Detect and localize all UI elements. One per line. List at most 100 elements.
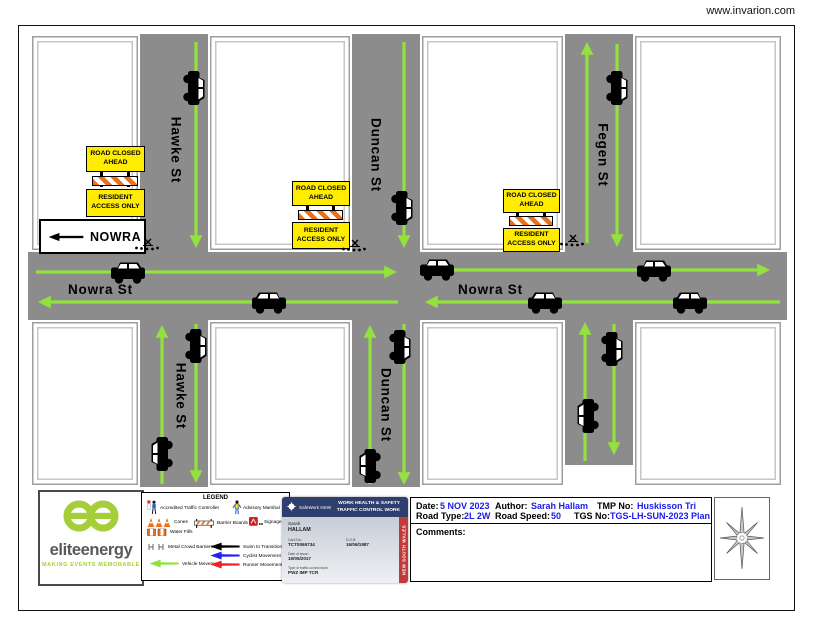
vehicle-icon xyxy=(606,71,628,105)
road-speed-label: Road Speed: xyxy=(495,511,551,521)
card-surname: HALLAM xyxy=(288,526,311,533)
vehicle-icon xyxy=(389,330,411,364)
card-issue-label: Date of issue: xyxy=(288,552,309,556)
road-type-value: 2L 2W xyxy=(464,511,491,521)
card-issue-value: 19/05/2017 xyxy=(288,556,311,561)
legend-label-marshal: Advisory Marshal xyxy=(243,506,280,511)
date-label: Date: xyxy=(416,500,439,511)
signage-icon xyxy=(249,517,263,526)
eliteenergy-logo-icon xyxy=(63,500,119,532)
legend-label-swim: Swim to Transition xyxy=(243,545,283,550)
card-agency: SafeWork NSW xyxy=(299,504,332,510)
card-work-type-label: Type of traffic control work: xyxy=(288,566,329,570)
card-dob-label: D.O.B: xyxy=(346,538,357,542)
traffic-controllers xyxy=(134,234,585,253)
plan-details-panel: Date: 5 NOV 2023 Author: Sarah Hallam TM… xyxy=(410,497,712,525)
card-no-label: Card No: xyxy=(288,538,302,542)
company-logo-box: eliteenergy MAKING EVENTS MEMORABLE xyxy=(38,490,144,586)
legend-label-crowd-barriers: Metal Crowd Barriers xyxy=(168,545,214,550)
page-border xyxy=(18,25,795,611)
swim-transition-arrow-icon xyxy=(210,542,240,551)
card-header: SafeWork NSW WORK HEALTH & SAFETY TRAFFI… xyxy=(282,497,408,517)
card-work-type-value: PWZ IMP TCR xyxy=(288,570,319,575)
vehicle-movement-arrows xyxy=(36,41,780,486)
card-no-value: TCT0065734 xyxy=(288,542,315,547)
author-value: Sarah Hallam xyxy=(531,500,589,511)
block-bottom-3 xyxy=(420,320,565,487)
compass-rose-icon xyxy=(719,506,765,570)
water-fills-icon xyxy=(147,528,167,536)
resident-access-sign-hawke: RESIDENT ACCESS ONLY xyxy=(86,189,145,217)
vehicle-icon xyxy=(577,399,599,433)
traffic-controller-icon xyxy=(559,234,585,248)
compass-box xyxy=(714,497,770,580)
vehicle-icon xyxy=(252,292,286,314)
tmp-no-label: TMP No: xyxy=(597,500,634,511)
block-bottom-2 xyxy=(208,320,352,487)
left-arrow-icon xyxy=(48,232,84,241)
legend-label-barrier-boards: Barrier Boards xyxy=(217,521,248,526)
barrier-board-fegen xyxy=(509,212,553,226)
legend-label-cyclist: Cyclist Movement xyxy=(243,554,281,559)
author-label: Author: xyxy=(495,500,528,511)
invarion-watermark: www.invarion.com xyxy=(706,5,795,17)
resident-access-sign-fegen: RESIDENT ACCESS ONLY xyxy=(503,228,560,252)
comments-box: Comments: xyxy=(410,523,712,582)
card-side-band-text: NEW SOUTH WALES xyxy=(401,524,406,576)
vehicle-movement-arrow-icon xyxy=(149,559,179,568)
legend: LEGEND Accredited Traffic Controller Adv… xyxy=(141,492,290,581)
date-value: 5 NOV 2023 xyxy=(440,500,490,511)
card-body: Sarah HALLAM Card No: TCT0065734 D.O.B: … xyxy=(282,517,399,583)
vehicle-icon xyxy=(420,259,454,281)
vehicle-icon xyxy=(151,437,173,471)
card-dob-value: 16/06/1987 xyxy=(346,542,369,547)
block-bottom-1 xyxy=(30,320,140,487)
accredited-traffic-controller-icon xyxy=(147,500,157,515)
road-closed-ahead-sign-hawke: ROAD CLOSED AHEAD xyxy=(86,146,145,172)
card-title-line1: WORK HEALTH & SAFETY xyxy=(338,501,400,506)
legend-label-runner: Runner Movement xyxy=(243,563,283,568)
metal-crowd-barriers-icon xyxy=(148,544,164,550)
road-fegen-north xyxy=(565,34,633,252)
cones-icon xyxy=(147,518,171,527)
barrier-board-hawke xyxy=(92,172,138,187)
vehicle-icon xyxy=(183,71,205,105)
vehicle-icon xyxy=(601,332,623,366)
barrier-boards-icon xyxy=(194,519,214,528)
legend-label-vehicle: Vehicle Movement xyxy=(182,562,222,567)
brand-tagline: MAKING EVENTS MEMORABLE xyxy=(42,562,140,568)
vehicle-icon xyxy=(185,329,207,363)
street-label-nowra-west: Nowra St xyxy=(68,282,133,297)
road-closed-ahead-sign-duncan: ROAD CLOSED AHEAD xyxy=(292,181,350,206)
traffic-controller-icon xyxy=(134,238,160,252)
traffic-control-work-card: SafeWork NSW WORK HEALTH & SAFETY TRAFFI… xyxy=(282,497,408,583)
card-first-name: Sarah xyxy=(288,521,301,526)
tgs-no-label: TGS No: xyxy=(574,511,610,521)
card-side-band: NEW SOUTH WALES xyxy=(399,517,408,583)
nowra-direction-sign: NOWRA xyxy=(39,219,146,254)
brand-name: eliteenergy xyxy=(49,541,133,559)
street-label-nowra-east: Nowra St xyxy=(458,282,523,297)
legend-label-water-fills: Water Fills xyxy=(170,530,193,535)
cyclist-movement-arrow-icon xyxy=(210,551,240,560)
tgs-no-value: TGS-LH-SUN-2023 Plan 4 xyxy=(610,511,712,521)
advisory-marshal-icon xyxy=(232,500,242,515)
road-speed-value: 50 xyxy=(551,511,562,521)
block-top-4 xyxy=(633,34,783,252)
legend-label-signage: Signage xyxy=(264,520,282,525)
resident-access-sign-duncan: RESIDENT ACCESS ONLY xyxy=(292,222,350,249)
vehicle-icon xyxy=(673,292,707,314)
road-type-label: Road Type: xyxy=(416,511,465,521)
vehicle-icon xyxy=(528,292,562,314)
barrier-board-duncan xyxy=(298,206,343,220)
legend-title: LEGEND xyxy=(202,495,228,501)
vehicle-icon xyxy=(111,262,145,284)
tmp-no-value: Huskisson Tri xyxy=(637,500,697,511)
runner-movement-arrow-icon xyxy=(210,560,240,569)
vehicle-icon xyxy=(391,191,413,225)
traffic-controller-icon xyxy=(341,239,367,253)
comments-label: Comments: xyxy=(416,527,466,537)
vehicle-icon xyxy=(637,260,671,282)
legend-label-atc: Accredited Traffic Controller xyxy=(160,506,220,511)
